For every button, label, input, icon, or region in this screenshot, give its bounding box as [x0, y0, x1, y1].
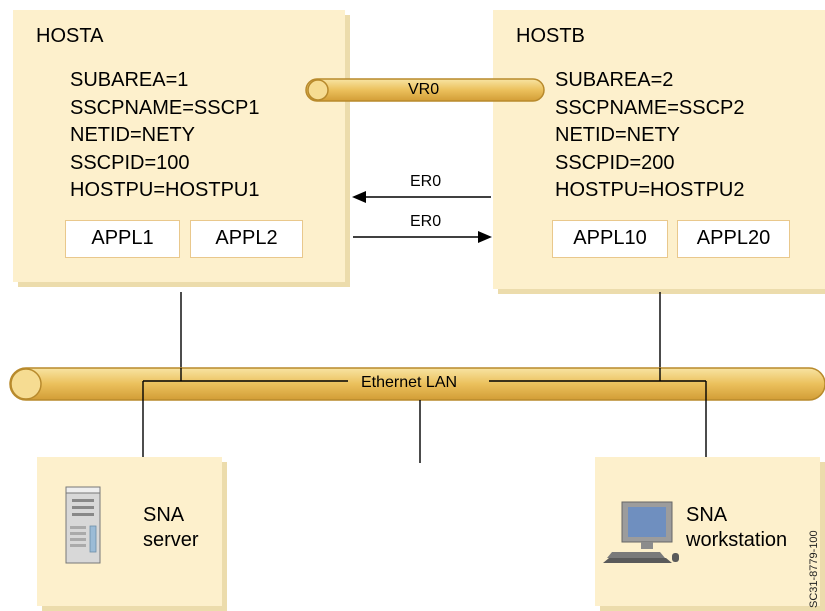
er0-arrow-left: [352, 191, 491, 203]
server-icon: [65, 486, 101, 564]
ethernet-lan-label: Ethernet LAN: [361, 374, 458, 391]
sna-workstation-label-line2: workstation: [686, 529, 788, 551]
host-a-title: HOSTA: [36, 25, 104, 47]
lan-wire: [143, 368, 706, 382]
host-a-sscpname: SSCPNAME=SSCP1: [70, 96, 260, 119]
vr0-tube: [305, 78, 545, 102]
ethernet-lan-tube: [9, 367, 825, 401]
er0-label-bottom: ER0: [410, 213, 442, 230]
host-b-netid: NETID=NETY: [555, 124, 681, 146]
workstation-icon: [603, 501, 679, 563]
host-a-hostpu: HOSTPU=HOSTPU1: [70, 179, 260, 201]
host-a-subarea: SUBAREA=1: [70, 69, 189, 91]
host-a-config: SUBAREA=1 SSCPNAME=SSCP1 NETID=NETY SSCP…: [70, 67, 260, 205]
host-b-config: SUBAREA=2 SSCPNAME=SSCP2 NETID=NETY SSCP…: [555, 67, 745, 205]
er0-arrow-right: [353, 231, 492, 243]
host-a-netid: NETID=NETY: [70, 124, 196, 146]
host-a-sscpid: SSCPID=100: [70, 151, 190, 174]
vr0-label: VR0: [408, 81, 440, 98]
er0-label-top: ER0: [410, 173, 442, 190]
sna-workstation-label: SNA workstation: [686, 503, 787, 553]
host-b-sscpid: SSCPID=200: [555, 151, 675, 174]
app-box-appl20: APPL20: [677, 220, 790, 258]
host-b-hostpu: HOSTPU=HOSTPU2: [555, 179, 745, 201]
host-b-subarea: SUBAREA=2: [555, 69, 674, 91]
app-box-appl10: APPL10: [552, 220, 668, 258]
sna-server-label-line1: SNA: [143, 504, 185, 526]
host-b-title: HOSTB: [516, 25, 585, 47]
app-box-appl1: APPL1: [65, 220, 180, 258]
figure-id-watermark: SC31-8779-100: [808, 530, 820, 608]
app-box-appl2: APPL2: [190, 220, 303, 258]
sna-server-label: SNA server: [143, 503, 199, 553]
sna-server-label-line2: server: [143, 529, 199, 551]
sna-workstation-label-line1: SNA: [686, 504, 728, 526]
host-b-sscpname: SSCPNAME=SSCP2: [555, 96, 745, 119]
